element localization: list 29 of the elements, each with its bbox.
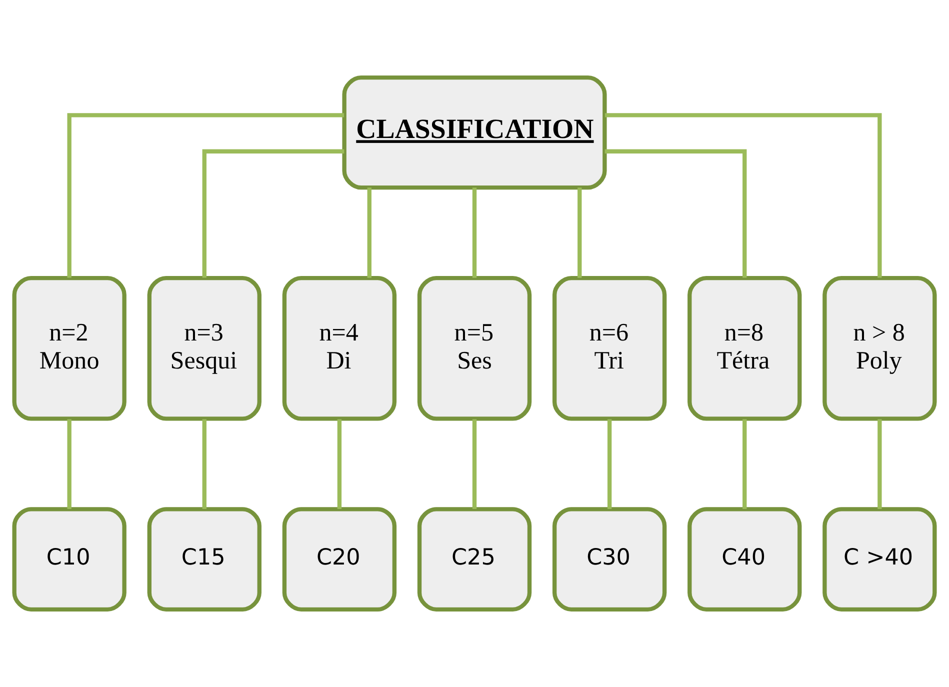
node-box: CLASSIFICATION [342, 75, 607, 190]
node-box: n=2 Mono [12, 276, 126, 421]
node-box: C30 [552, 507, 667, 612]
connector [878, 419, 882, 509]
node-box: n=6 Tri [552, 276, 667, 421]
connector [202, 419, 206, 509]
connector [202, 149, 344, 278]
node-box: n=4 Di [282, 276, 397, 421]
connector [742, 419, 747, 509]
connector [607, 419, 612, 509]
node-box: n=5 Ses [417, 276, 532, 421]
connector [472, 419, 477, 509]
node-box: C25 [417, 507, 532, 612]
node-box: n=3 Sesqui [147, 276, 262, 421]
node-box: n > 8 Poly [822, 276, 937, 421]
node-box: C20 [282, 507, 397, 612]
connector [67, 419, 72, 509]
connector [367, 188, 372, 278]
node-box: C >40 [822, 507, 937, 612]
node-box: C10 [12, 507, 126, 612]
connector [472, 188, 477, 278]
node-box: C15 [147, 507, 262, 612]
connector [604, 149, 747, 278]
connector [604, 113, 882, 278]
connector [67, 113, 344, 278]
node-box: C40 [688, 507, 802, 612]
connector [337, 419, 342, 509]
connector [578, 188, 582, 278]
node-box: n=8 Tétra [688, 276, 802, 421]
